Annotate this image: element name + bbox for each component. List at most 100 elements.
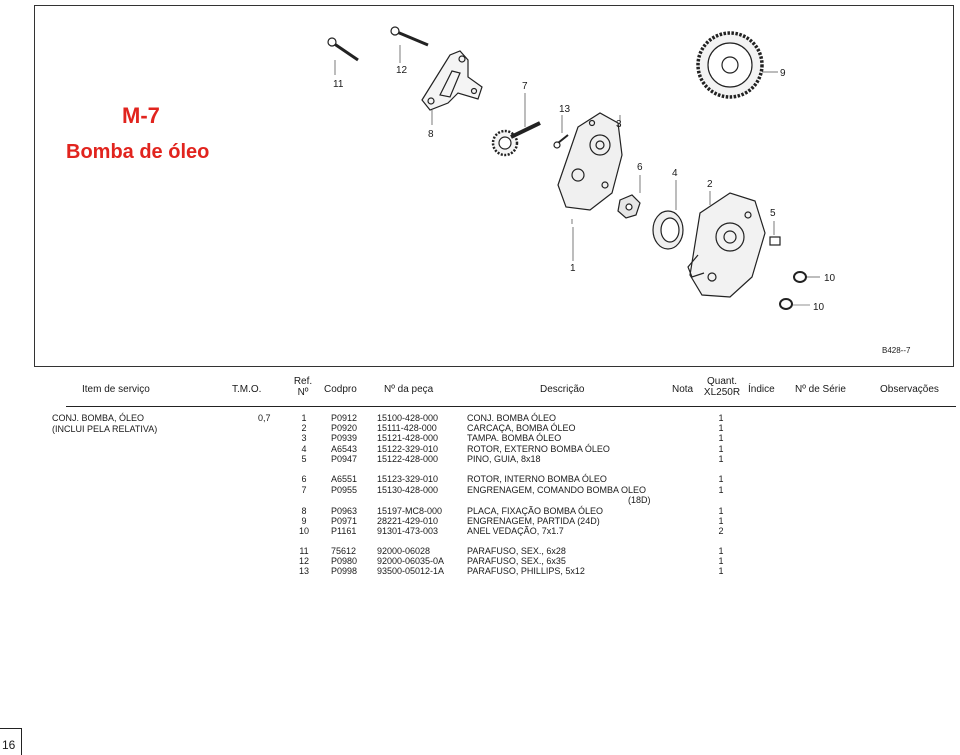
callout-7: 7: [522, 81, 528, 92]
service-item: CONJ. BOMBA, ÓLEO (INCLUI PELA RELATIVA): [52, 413, 157, 435]
screw-13-drawing: [553, 115, 569, 149]
callout-12: 12: [396, 65, 408, 76]
col-ref: Ref. Nº: [293, 376, 313, 398]
cell-part-no: 92000-06035-0A: [377, 556, 445, 566]
col-note: Nota: [672, 384, 694, 395]
cell-qty: 2: [718, 526, 724, 536]
service-item-tmo: 0,7: [258, 413, 271, 423]
cell-part-no: 15121-428-000: [377, 433, 439, 443]
col-item: Item de serviço: [82, 384, 150, 395]
cell-ref: 10: [298, 526, 309, 536]
plate-8-drawing: [421, 50, 483, 125]
cell-ref: 12: [298, 556, 309, 566]
section-title: Bomba de óleo: [66, 141, 210, 163]
callout-13: 13: [559, 104, 571, 115]
col-part-no: Nº da peça: [384, 384, 434, 395]
cell-part-no: 15130-428-000: [377, 485, 439, 495]
callout-9: 9: [780, 68, 786, 79]
cell-qty: 1: [718, 454, 724, 464]
cell-qty: 1: [718, 423, 724, 433]
callout-10a: 10: [824, 273, 836, 284]
cell-desc: PARAFUSO, SEX., 6x28: [467, 546, 566, 556]
cell-desc: (18D): [628, 495, 651, 505]
cell-ref: 8: [301, 506, 307, 516]
cell-codpro: P1161: [331, 526, 357, 536]
callout-3: 3: [616, 119, 622, 130]
cell-qty: 1: [718, 566, 724, 576]
callout-10b: 10: [813, 302, 825, 313]
cell-codpro: 75612: [331, 546, 357, 556]
exploded-view-diagram: 11 12 8 7 13 3 6 4 2 9 5 10 10 1: [327, 26, 836, 313]
service-item-line1: CONJ. BOMBA, ÓLEO: [52, 413, 145, 423]
callout-11: 11: [333, 79, 344, 90]
cell-qty: 1: [718, 516, 724, 526]
cell-part-no: 15100-428-000: [377, 413, 439, 423]
cell-desc: PINO, GUIA, 8x18: [467, 454, 541, 464]
inner-rotor-6-drawing: [617, 175, 641, 219]
pin-5-drawing: [769, 221, 781, 246]
cell-ref: 11: [299, 546, 309, 556]
page-number: 16: [2, 738, 16, 752]
cell-part-no: 15197-MC8-000: [377, 506, 443, 516]
cell-codpro: P0947: [331, 454, 358, 464]
cell-qty: 1: [718, 433, 724, 443]
callout-2: 2: [707, 179, 713, 190]
outer-rotor-4-drawing: [652, 180, 684, 250]
cell-ref: 5: [301, 454, 307, 464]
section-code: M-7: [122, 103, 160, 128]
col-codpro: Codpro: [324, 384, 357, 395]
cell-ref: 2: [301, 423, 307, 433]
cell-codpro: P0971: [331, 516, 358, 526]
figure-code: B428--7: [882, 346, 911, 355]
service-item-line2: (INCLUI PELA RELATIVA): [52, 424, 158, 434]
callout-5: 5: [770, 208, 776, 219]
table-row: (18D): [0, 495, 960, 506]
cell-desc: ANEL VEDAÇÃO, 7x1.7: [467, 526, 564, 536]
page-number-box: [0, 728, 22, 755]
col-qty: Quant. XL250R: [703, 376, 741, 398]
cell-part-no: 28221-429-010: [377, 516, 439, 526]
cell-qty: 1: [718, 474, 724, 484]
cell-ref: 4: [301, 444, 307, 454]
gear-9-drawing: [696, 31, 778, 99]
cell-codpro: P0980: [331, 556, 358, 566]
col-index: Índice: [748, 384, 775, 395]
cell-desc: ENGRENAGEM, COMANDO BOMBA OLEO: [467, 485, 647, 495]
table-header: Item de serviço T.M.O. Ref. Nº Codpro Nº…: [0, 372, 960, 406]
cell-qty: 1: [718, 413, 724, 423]
diagram-frame: [34, 5, 954, 367]
table-row: 1 P0912 15100-428-000 CONJ. BOMBA ÓLEO 1: [0, 413, 960, 424]
o-ring-10-drawing: [779, 271, 820, 310]
cell-qty: 1: [718, 546, 724, 556]
cell-codpro: P0912: [331, 413, 358, 423]
cell-desc: ROTOR, EXTERNO BOMBA ÓLEO: [467, 444, 610, 454]
cell-codpro: A6551: [331, 474, 358, 484]
cell-qty: 1: [718, 506, 724, 516]
callout-1: 1: [570, 263, 576, 274]
col-tmo: T.M.O.: [232, 384, 262, 395]
bolt-11-drawing: [327, 37, 359, 75]
table-row: 5 P0947 15122-428-000 PINO, GUIA, 8x18 1: [0, 454, 960, 465]
cell-ref: 13: [298, 566, 309, 576]
col-serial: Nº de Série: [795, 384, 846, 395]
header-rule: [66, 406, 956, 407]
callout-6: 6: [637, 162, 643, 173]
pump-body-2-drawing: [687, 191, 766, 298]
cell-codpro: P0963: [331, 506, 358, 516]
cell-desc: CONJ. BOMBA ÓLEO: [467, 413, 557, 423]
cell-ref: 1: [301, 413, 307, 423]
cell-desc: TAMPA. BOMBA ÓLEO: [467, 433, 562, 443]
cell-ref: 9: [301, 516, 307, 526]
cell-part-no: 15123-329-010: [377, 474, 439, 484]
cell-ref: 3: [301, 433, 307, 443]
cell-part-no: 15122-428-000: [377, 454, 439, 464]
